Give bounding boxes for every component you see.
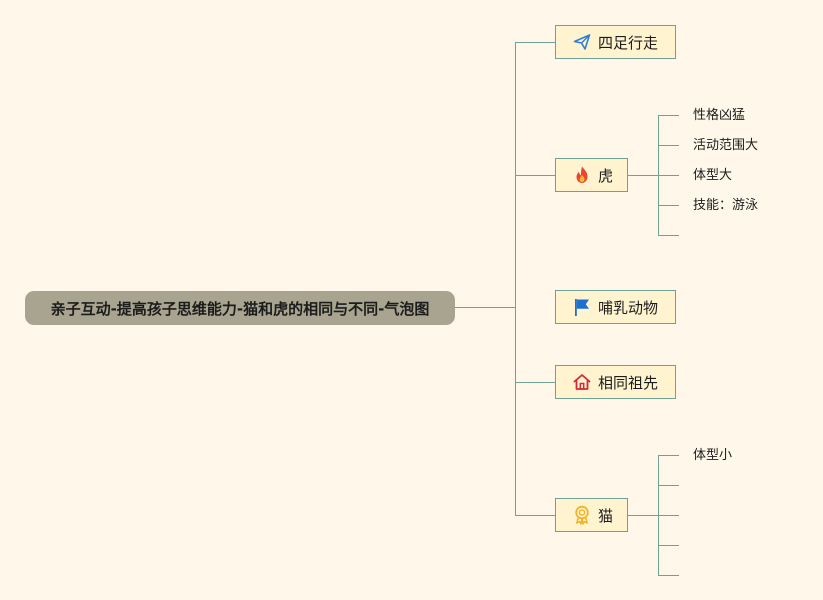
subtopic-tiger-1[interactable]: 性格凶猛 <box>693 108 746 123</box>
subtopic-tiger-4[interactable]: 技能：游泳 <box>693 198 759 213</box>
topic-label: 相同祖先 <box>598 373 659 392</box>
subtopic-cat-1[interactable]: 体型小 <box>693 448 733 463</box>
topic-label: 虎 <box>598 166 614 185</box>
fire-icon <box>572 165 592 185</box>
topic-cat[interactable]: 猫 <box>555 498 628 532</box>
house-icon <box>572 372 592 392</box>
topic-mammal[interactable]: 哺乳动物 <box>555 290 676 324</box>
paper-plane-icon <box>572 32 592 52</box>
root-topic[interactable]: 亲子互动-提高孩子思维能力-猫和虎的相同与不同-气泡图 <box>25 291 455 325</box>
topic-tiger[interactable]: 虎 <box>555 158 628 192</box>
root-topic-label: 亲子互动-提高孩子思维能力-猫和虎的相同与不同-气泡图 <box>50 299 430 318</box>
topic-label: 四足行走 <box>598 33 659 52</box>
topic-label: 猫 <box>598 506 614 525</box>
topic-four-legged[interactable]: 四足行走 <box>555 25 676 59</box>
award-ribbon-icon <box>572 505 592 525</box>
topic-common-ancestor[interactable]: 相同祖先 <box>555 365 676 399</box>
topic-label: 哺乳动物 <box>598 298 659 317</box>
subtopic-tiger-2[interactable]: 活动范围大 <box>693 138 759 153</box>
subtopic-tiger-3[interactable]: 体型大 <box>693 168 733 183</box>
flag-icon <box>572 297 592 317</box>
